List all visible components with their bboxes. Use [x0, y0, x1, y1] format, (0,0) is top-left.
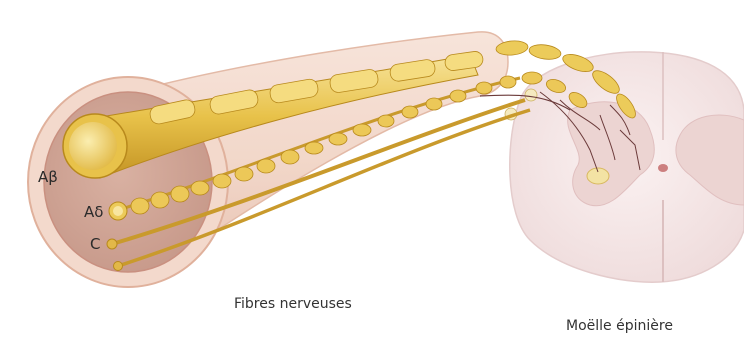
label-a-delta: Aδ: [84, 203, 103, 221]
dorsal-horn-nucleus: [587, 168, 609, 184]
label-c: C: [90, 235, 100, 253]
spinal-cord: [510, 52, 744, 282]
caption-nerve-fibers: Fibres nerveuses: [234, 296, 352, 312]
central-canal: [658, 164, 668, 172]
label-a-beta: Aβ: [38, 168, 58, 186]
caption-spinal-cord: Moëlle épinière: [566, 318, 673, 334]
